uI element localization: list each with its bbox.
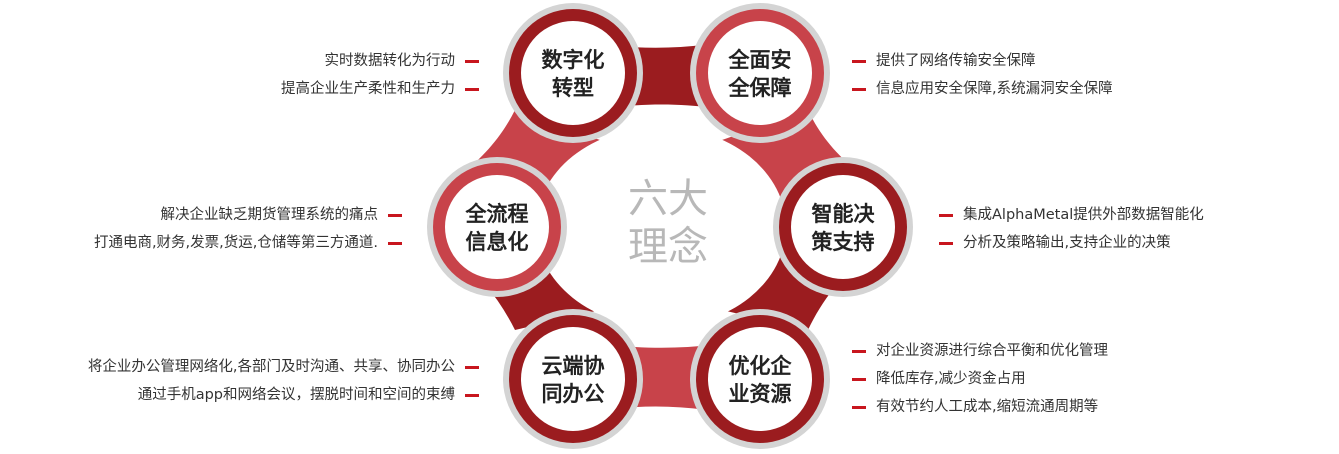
node-process-title1: 全流程 [465,202,529,226]
note-text: 对企业资源进行综合平衡和优化管理 [876,343,1108,359]
note-text: 有效节约人工成本,缩短流通周期等 [876,399,1099,415]
dash-marker [852,59,866,63]
dash-marker [852,349,866,353]
note-resource-1: 对企业资源进行综合平衡和优化管理 [852,342,1108,360]
note-text: 实时数据转化为行动 [324,53,456,69]
node-decision: 智能决 策支持 [773,157,913,297]
center-title-line1: 六大 [628,176,708,222]
node-resource: 优化企 业资源 [690,309,830,449]
node-digital-title2: 转型 [552,76,594,100]
note-text: 提高企业生产柔性和生产力 [281,81,455,97]
node-decision-title1: 智能决 [812,202,876,226]
note-text: 解决企业缺乏期货管理系统的痛点 [160,207,379,223]
note-process-1: 解决企业缺乏期货管理系统的痛点 [160,206,402,224]
dash-marker [388,213,402,217]
node-security: 全面安 全保障 [690,3,830,143]
note-text: 降低库存,减少资金占用 [876,371,1026,387]
node-resource-title2: 业资源 [729,382,792,406]
note-text: 提供了网络传输安全保障 [876,53,1036,69]
center-title-line2: 理念 [628,224,708,270]
note-digital-2: 提高企业生产柔性和生产力 [281,80,479,98]
note-text: 通过手机app和网络会议，摆脱时间和空间的束缚 [137,387,455,403]
dash-marker [852,405,866,409]
node-process-title2: 信息化 [466,230,529,254]
node-cloud-title2: 同办公 [542,382,605,406]
note-cloud-1: 将企业办公管理网络化,各部门及时沟通、共享、协同办公 [88,358,479,376]
dash-marker [465,59,479,63]
note-security-1: 提供了网络传输安全保障 [852,52,1036,70]
note-security-2: 信息应用安全保障,系统漏洞安全保障 [852,80,1113,98]
note-resource-3: 有效节约人工成本,缩短流通周期等 [852,398,1098,416]
center-hole [536,127,786,327]
node-security-title1: 全面安 [728,48,792,72]
node-decision-title2: 策支持 [812,230,875,254]
note-text: 将企业办公管理网络化,各部门及时沟通、共享、协同办公 [87,359,455,375]
dash-marker [465,365,479,369]
dash-marker [939,241,953,245]
node-security-title2: 全保障 [728,76,792,100]
note-decision-1: 集成AlphaMetal提供外部数据智能化 [939,206,1204,224]
note-text: 打通电商,财务,发票,货运,仓储等第三方通道. [93,235,378,251]
node-resource-title1: 优化企 [729,354,793,378]
note-digital-1: 实时数据转化为行动 [324,52,479,70]
dash-marker [852,377,866,381]
note-resource-2: 降低库存,减少资金占用 [852,370,1026,388]
note-text: 集成AlphaMetal提供外部数据智能化 [963,207,1204,223]
dash-marker [465,393,479,397]
node-cloud-title1: 云端协 [542,354,605,378]
node-process: 全流程 信息化 [427,157,567,297]
node-cloud: 云端协 同办公 [503,309,643,449]
node-digital-title1: 数字化 [542,48,605,72]
dash-marker [852,87,866,91]
dash-marker [939,213,953,217]
note-text: 分析及策略输出,支持企业的决策 [963,235,1171,251]
note-process-2: 打通电商,财务,发票,货运,仓储等第三方通道. [94,234,402,252]
note-cloud-2: 通过手机app和网络会议，摆脱时间和空间的束缚 [138,386,479,404]
dash-marker [388,241,402,245]
dash-marker [465,87,479,91]
note-text: 信息应用安全保障,系统漏洞安全保障 [876,81,1113,97]
node-digital: 数字化 转型 [503,3,643,143]
note-decision-2: 分析及策略输出,支持企业的决策 [939,234,1171,252]
